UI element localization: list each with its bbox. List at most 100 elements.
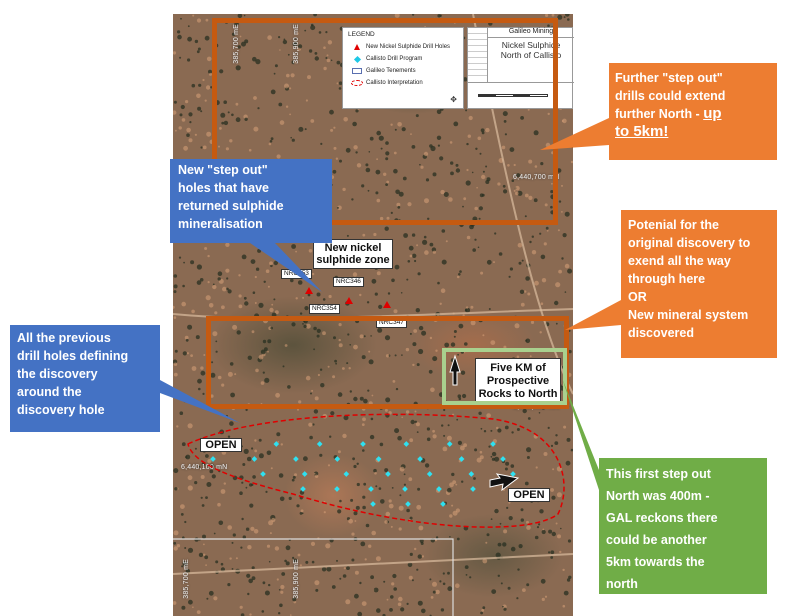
nickel-zone-label-line: New nickel — [324, 242, 382, 254]
callout-line: further North - up — [615, 105, 725, 123]
callout-line: discovered — [628, 326, 695, 340]
callout-line: This first step out — [606, 467, 711, 481]
north-arrow-marker — [449, 354, 461, 386]
five-km-label-line: Prospective — [486, 375, 550, 387]
callisto-drill-dot — [510, 471, 516, 477]
drill-hole-label: NRC354 — [309, 304, 340, 314]
five-km-highlight-box — [442, 348, 567, 405]
callisto-drill-dot — [468, 471, 475, 477]
callisto-drill-dot — [500, 456, 506, 462]
callisto-drill-dot — [334, 486, 340, 492]
callout-line: Further "step out" — [615, 71, 723, 85]
legend-item-label: Callisto Interpretation — [366, 79, 423, 86]
legend-item: Callisto Interpretation — [348, 77, 458, 89]
scale-bar — [478, 94, 548, 97]
callisto-drill-dot — [343, 471, 350, 477]
legend-item-label: New Nickel Sulphide Drill Holes — [366, 43, 451, 50]
callout-line: drills could extend — [615, 89, 726, 103]
callout-top-left: New "step out" holes that have returned … — [178, 161, 284, 233]
callout-line: around the — [17, 385, 82, 399]
five-km-label: Five KM of Prospective Rocks to North — [475, 358, 561, 402]
callout-line: All the previous — [17, 331, 111, 345]
callisto-drill-dot — [273, 441, 280, 447]
legend-item: Callisto Drill Program — [348, 53, 458, 65]
callout-line: holes that have — [178, 181, 269, 195]
map-title-line: North of Callisto — [500, 50, 562, 60]
northing-tick-label: 6,440,700 mN — [513, 174, 560, 181]
map-title-line: Nickel Sulphide — [501, 40, 561, 50]
callisto-drill-dot — [446, 441, 453, 447]
callout-top-left-shape — [170, 159, 332, 292]
callisto-drill-dot — [405, 501, 411, 507]
callout-line: through here — [628, 272, 706, 286]
callout-top-right-shape — [540, 63, 777, 160]
callout-line: OR — [628, 290, 647, 304]
nickel-zone-label-line: sulphide zone — [316, 254, 390, 266]
satellite-map: 385,700 mE 385,900 mE 385,700 mE 385,900… — [173, 14, 573, 616]
map-title: Nickel Sulphide North of Callisto — [488, 40, 574, 60]
callout-emphasis: to 5km! — [615, 123, 669, 140]
legend-item: Galileo Tenements — [348, 65, 458, 77]
callout-line: exend all the way — [628, 254, 731, 268]
legend-item-label: Galileo Tenements — [366, 67, 416, 74]
legend-title: LEGEND — [348, 31, 375, 38]
callout-line: north — [606, 577, 638, 591]
legend-item: New Nickel Sulphide Drill Holes — [348, 41, 458, 53]
map-legend: LEGEND New Nickel Sulphide Drill Holes C… — [342, 27, 464, 109]
northern-extension-box — [212, 18, 558, 225]
callisto-drill-dot — [300, 486, 306, 492]
east-arrow-marker — [489, 473, 520, 492]
callout-line: could be another — [606, 533, 707, 547]
callisto-drill-dot — [316, 441, 323, 447]
callisto-interpretation — [187, 413, 565, 528]
callisto-drill-dot — [402, 486, 408, 492]
callisto-drill-dot — [470, 486, 476, 492]
title-block-side — [468, 28, 488, 82]
callout-line: New "step out" — [178, 163, 268, 177]
open-label-east: OPEN — [508, 488, 550, 502]
callisto-drill-dot — [251, 456, 258, 462]
five-km-label-line: Five KM of — [490, 362, 546, 374]
northing-tick-label: 6,440,100 mN — [181, 464, 228, 471]
callout-line: the discovery — [17, 367, 98, 381]
callisto-drill-dot — [458, 456, 465, 462]
callout-line: North was 400m - — [606, 489, 710, 503]
callout-line-text: further North - — [615, 107, 704, 121]
callout-middle-right-shape — [565, 210, 777, 358]
callout-line: 5km towards the — [606, 555, 705, 569]
callisto-drill-dot — [301, 471, 308, 477]
callout-line: drill holes defining — [17, 349, 129, 363]
callout-bottom-right: This first step out North was 400m - GAL… — [606, 463, 718, 595]
callout-line: discovery hole — [17, 403, 105, 417]
callisto-drill-dot — [334, 456, 341, 462]
blue-rectangle-icon — [348, 68, 366, 74]
five-km-label-line: Rocks to North — [478, 388, 558, 400]
callisto-drill-dot — [490, 441, 496, 447]
drill-hole-marker — [305, 287, 313, 294]
callisto-drill-dot — [385, 471, 391, 477]
title-block-lower — [468, 82, 574, 110]
open-label-west: OPEN — [200, 438, 242, 452]
callout-emphasis: up — [703, 105, 722, 122]
north-arrow-icon: ✥ — [450, 95, 457, 104]
callout-bottom-right-shape — [562, 378, 767, 594]
tenement-boundary — [173, 538, 454, 616]
callisto-drill-dot — [260, 471, 266, 477]
callout-line: Potenial for the — [628, 218, 719, 232]
drill-hole-label: NRC346 — [333, 277, 364, 287]
nickel-zone-label: New nickel sulphide zone — [313, 239, 393, 269]
callout-middle-right: Potenial for the original discovery to e… — [628, 216, 750, 342]
callisto-drill-dot — [370, 501, 376, 507]
drill-hole-marker — [345, 297, 353, 304]
callisto-drill-dot — [436, 486, 442, 492]
callout-line: original discovery to — [628, 236, 751, 250]
callout-line: returned sulphide — [178, 199, 284, 213]
legend-item-label: Callisto Drill Program — [366, 55, 423, 62]
callisto-ellipse — [187, 413, 565, 528]
callisto-drill-dot — [403, 441, 410, 447]
callout-middle-left: All the previous drill holes defining th… — [17, 329, 128, 419]
red-triangle-icon — [348, 44, 366, 50]
red-dashed-ellipse-icon — [348, 80, 366, 86]
callisto-drill-dot — [426, 471, 433, 477]
